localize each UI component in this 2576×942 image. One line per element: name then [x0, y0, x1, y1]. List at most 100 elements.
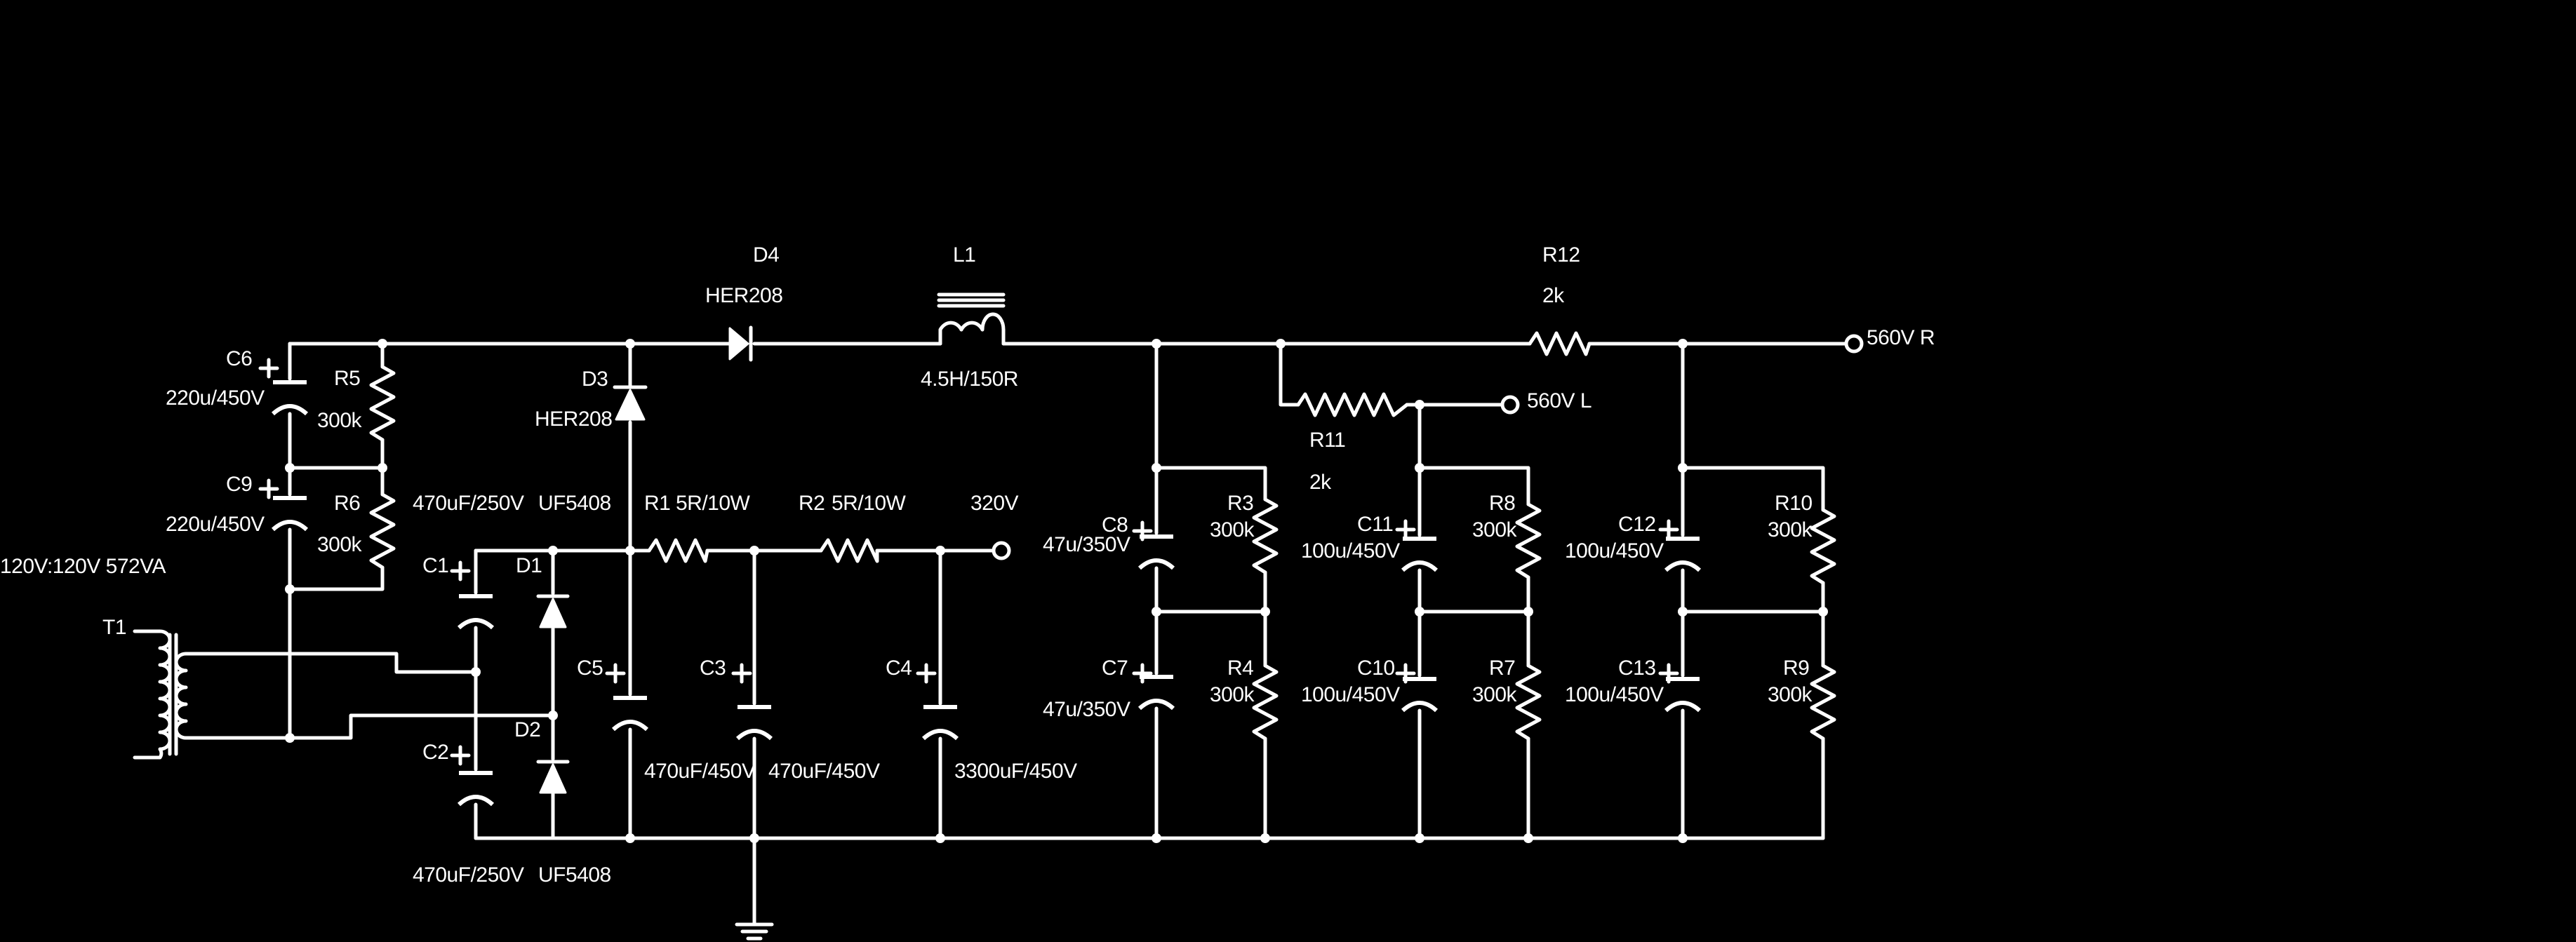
label-r7: R7 — [1489, 657, 1515, 680]
label-c2: C2 — [422, 741, 448, 764]
resistor-r4 — [1252, 664, 1279, 741]
diode-d3 — [613, 385, 648, 421]
label-t1: T1 — [102, 616, 126, 639]
label-c9-value: 220u/450V — [166, 513, 265, 536]
label-c7: C7 — [1102, 657, 1128, 680]
diode-d2 — [536, 760, 570, 794]
resistor-r10 — [1810, 508, 1836, 585]
resistor-r3 — [1252, 497, 1279, 574]
label-c7-value: 47u/350V — [1043, 698, 1130, 721]
label-r2-value: 5R/10W — [832, 492, 907, 515]
label-560v-r: 560V R — [1867, 326, 1935, 349]
label-r7-value: 300k — [1472, 683, 1518, 706]
label-d1: D1 — [516, 554, 542, 577]
label-r6: R6 — [334, 492, 360, 515]
wires — [184, 342, 1848, 941]
label-c12-value: 100u/450V — [1565, 539, 1664, 563]
capacitor-c4 — [916, 663, 959, 741]
label-r4: R4 — [1227, 657, 1253, 680]
label-560v-l: 560V L — [1527, 389, 1591, 412]
capacitor-c8 — [1132, 520, 1175, 570]
capacitor-c1 — [450, 560, 495, 630]
label-r5: R5 — [334, 367, 360, 390]
label-c13: C13 — [1618, 657, 1656, 680]
resistor-r5 — [369, 365, 396, 442]
label-d1-value: UF5408 — [538, 492, 611, 515]
label-c11-value: 100u/450V — [1301, 539, 1400, 563]
label-d4: D4 — [753, 243, 779, 267]
label-c3: C3 — [700, 657, 726, 680]
capacitor-c2 — [450, 745, 495, 807]
capacitor-c12 — [1658, 519, 1702, 572]
label-r2: R2 — [799, 492, 825, 515]
resistor-r9 — [1810, 664, 1836, 741]
resistor-r8 — [1515, 502, 1542, 579]
label-r9-value: 300k — [1768, 683, 1813, 706]
label-c6-value: 220u/450V — [166, 386, 265, 410]
label-c4-value: 3300uF/450V — [954, 760, 1077, 783]
label-r12-value: 2k — [1542, 284, 1565, 307]
label-r12: R12 — [1542, 243, 1580, 267]
label-c5: C5 — [577, 657, 603, 680]
label-r8: R8 — [1489, 492, 1515, 515]
terminal-320v — [992, 541, 1011, 560]
label-d4-value: HER208 — [705, 284, 782, 307]
label-c4: C4 — [886, 657, 912, 680]
capacitor-c7 — [1132, 663, 1175, 711]
label-c12: C12 — [1618, 513, 1656, 536]
resistor-r7 — [1515, 664, 1542, 741]
label-c9: C9 — [226, 473, 252, 496]
label-320v: 320V — [970, 492, 1019, 515]
label-c3-value: 470uF/450V — [768, 760, 880, 783]
capacitor-c6 — [258, 358, 309, 416]
label-d2: D2 — [514, 718, 540, 741]
label-r8-value: 300k — [1472, 518, 1518, 541]
label-c11: C11 — [1357, 513, 1393, 536]
resistor-r6 — [369, 492, 396, 570]
label-t1-spec: 120V:120V 572VA — [0, 555, 166, 578]
label-r5-value: 300k — [317, 409, 363, 432]
resistor-r2 — [819, 538, 879, 563]
component-labels: 120V:120V 572VA T1 C6 220u/450V C9 220u/… — [0, 243, 1935, 887]
label-d3-value: HER208 — [535, 408, 612, 431]
label-r3: R3 — [1227, 492, 1253, 515]
label-r6-value: 300k — [317, 533, 363, 556]
label-r4-value: 300k — [1210, 683, 1255, 706]
label-d3: D3 — [582, 368, 608, 391]
capacitor-c5 — [605, 663, 649, 732]
diode-d1 — [536, 594, 570, 628]
label-r1: R1 — [644, 492, 670, 515]
label-c10-value: 100u/450V — [1301, 683, 1400, 706]
label-c6: C6 — [226, 347, 252, 370]
label-c1-value: 470uF/250V — [413, 492, 524, 515]
capacitor-c9 — [258, 478, 309, 532]
terminal-560v-r — [1844, 334, 1864, 354]
inductor-l1 — [937, 292, 1006, 346]
label-c13-value: 100u/450V — [1565, 683, 1664, 706]
label-r9: R9 — [1783, 657, 1809, 680]
label-r3-value: 300k — [1210, 518, 1255, 541]
junction-dots — [285, 339, 1828, 843]
label-r11-value: 2k — [1309, 471, 1332, 494]
label-c1: C1 — [422, 554, 448, 577]
label-l1-value: 4.5H/150R — [921, 368, 1018, 391]
label-c8-value: 47u/350V — [1043, 533, 1130, 556]
label-c2-value: 470uF/250V — [413, 863, 524, 887]
label-r1-value: 5R/10W — [676, 492, 751, 515]
label-r10: R10 — [1775, 492, 1813, 515]
label-c5-value: 470uF/450V — [644, 760, 756, 783]
terminal-560v-l — [1500, 395, 1520, 415]
label-r10-value: 300k — [1768, 518, 1813, 541]
capacitor-c11 — [1395, 519, 1439, 572]
capacitor-c13 — [1658, 663, 1702, 713]
transformer-t1 — [133, 629, 188, 760]
label-c8: C8 — [1102, 513, 1128, 537]
resistor-r12 — [1528, 331, 1591, 356]
label-l1: L1 — [953, 243, 975, 267]
resistor-r1 — [647, 538, 709, 563]
capacitor-c10 — [1395, 663, 1439, 713]
diode-d4 — [728, 325, 753, 362]
label-d2-value: UF5408 — [538, 863, 611, 887]
capacitor-c3 — [731, 663, 773, 741]
